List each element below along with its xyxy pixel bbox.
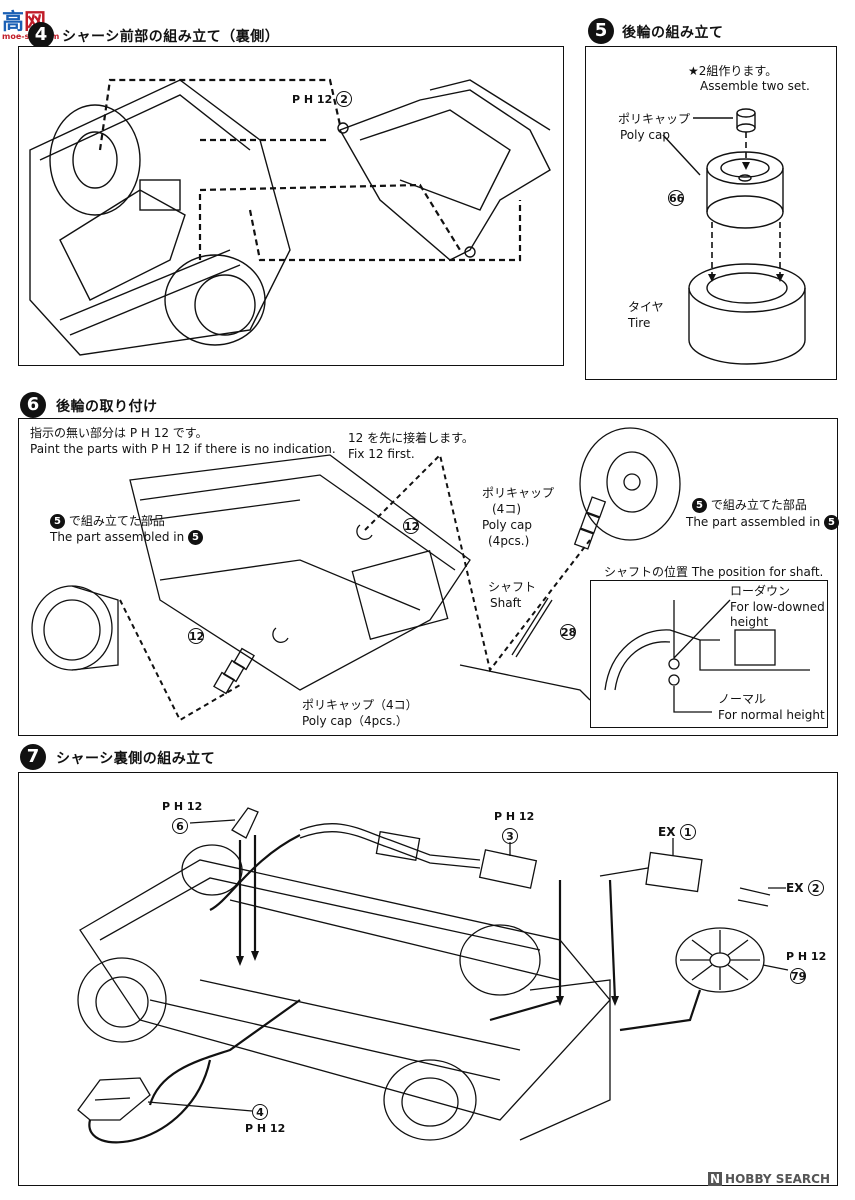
step6-polycap-right-cnt-en: (4pcs.)	[488, 534, 530, 548]
step6-title: 後輪の取り付け	[56, 399, 158, 415]
part-number-circle: 12	[188, 628, 205, 644]
step6-polycap-right-cnt-jp: (4コ)	[492, 502, 521, 516]
step-ref-badge: 5	[692, 498, 707, 513]
step6-normal-en: For normal height	[718, 708, 825, 722]
step-ref-badge: 5	[50, 514, 65, 529]
step6-low-en1: For low-downed	[730, 600, 825, 614]
part-number-circle: 6	[172, 818, 188, 834]
step6-assembled-right-en: The part assembled in 5	[686, 515, 840, 530]
step6-low-en2: height	[730, 615, 769, 629]
part-number-circle: 2	[807, 880, 824, 896]
part-number-circle: 79	[790, 968, 807, 984]
ex-label: EX	[786, 881, 804, 895]
step5-note-jp: ★2組作ります。	[688, 64, 778, 78]
step6-polycap-right-en: Poly cap	[482, 518, 532, 532]
part-number-circle: 2	[336, 91, 353, 107]
step6-fix-jp: 12 を先に接着します。	[348, 431, 474, 445]
step6-polycap-bottom-jp: ポリキャップ（4コ）	[302, 698, 418, 712]
part-number-circle: 12	[403, 518, 420, 534]
part-number-circle: 4	[252, 1104, 268, 1120]
step4-panel	[18, 46, 564, 366]
step6-number: 6	[20, 392, 46, 418]
step4-number: 4	[28, 22, 54, 48]
step5-note-en: Assemble two set.	[700, 79, 810, 93]
step-ref-badge: 5	[188, 530, 204, 545]
logo-letter: N	[708, 1172, 723, 1186]
step6-polycap-right-jp: ポリキャップ	[482, 486, 555, 500]
step6-inset-panel	[590, 580, 828, 728]
step6-note-en: Paint the parts with P H 12 if there is …	[30, 442, 336, 456]
step7-ph-3: P H 12	[494, 810, 535, 823]
step7-ph-4: P H 12	[245, 1122, 286, 1135]
step6-shaft-en: Shaft	[490, 596, 522, 610]
step6-assembled-right-jp: 5 で組み立てた部品	[692, 498, 807, 513]
step-ref-badge: 5	[824, 515, 840, 530]
step7-number: 7	[20, 744, 46, 770]
step4-title: シャーシ前部の組み立て（裏側）	[62, 29, 280, 45]
step7-ex2: EX 2	[786, 880, 824, 896]
step6-part12-left: 12	[188, 628, 204, 644]
step7-part6: 6	[172, 818, 188, 834]
step5-tire-en: Tire	[628, 316, 651, 330]
step5-polycap-en: Poly cap	[620, 128, 670, 142]
step5-wheel-num: 66	[668, 190, 684, 206]
logo-brand: HOBBY SEARCH	[725, 1172, 831, 1186]
step6-low-jp: ローダウン	[730, 584, 791, 598]
step6-assembled-left-en: The part assembled in 5	[50, 530, 204, 545]
step7-title: シャーシ裏側の組み立て	[56, 751, 216, 767]
step6-fix-en: Fix 12 first.	[348, 447, 415, 461]
watermark-char-1: 高	[2, 10, 25, 35]
assembled-label-en: The part assembled in	[686, 515, 821, 529]
assembled-label-jp: で組み立てた部品	[710, 498, 807, 512]
part-number-circle: 28	[560, 624, 577, 640]
step6-shaft-jp: シャフト	[488, 580, 537, 594]
ph-code: P H 12	[292, 93, 333, 106]
step7-ph-79: P H 12	[786, 950, 827, 963]
step7-ex1: EX 1	[658, 824, 696, 840]
step5-tire-jp: タイヤ	[628, 300, 664, 314]
step7-part79: 79	[790, 968, 806, 984]
step6-normal-jp: ノーマル	[718, 692, 767, 706]
step5-number: 5	[588, 18, 614, 44]
ex-label: EX	[658, 825, 676, 839]
step4-part-label: P H 12 2	[292, 91, 353, 107]
assembled-label-en: The part assembled in	[50, 530, 185, 544]
step6-polycap-bottom-en: Poly cap（4pcs.）	[302, 714, 408, 728]
step5-title: 後輪の組み立て	[622, 25, 724, 41]
step7-part4: 4	[252, 1104, 268, 1120]
step7-ph-6: P H 12	[162, 800, 203, 813]
step6-note-jp: 指示の無い部分は P H 12 です。	[30, 426, 208, 440]
step7-panel	[18, 772, 838, 1186]
part-number-circle: 66	[668, 190, 685, 206]
step6-part12-top: 12	[403, 518, 419, 534]
step6-inset-title: シャフトの位置 The position for shaft.	[604, 565, 824, 579]
step5-panel	[585, 46, 837, 380]
step5-polycap-jp: ポリキャップ	[618, 112, 691, 126]
step6-shaft-num: 28	[560, 624, 576, 640]
part-number-circle: 1	[679, 824, 696, 840]
